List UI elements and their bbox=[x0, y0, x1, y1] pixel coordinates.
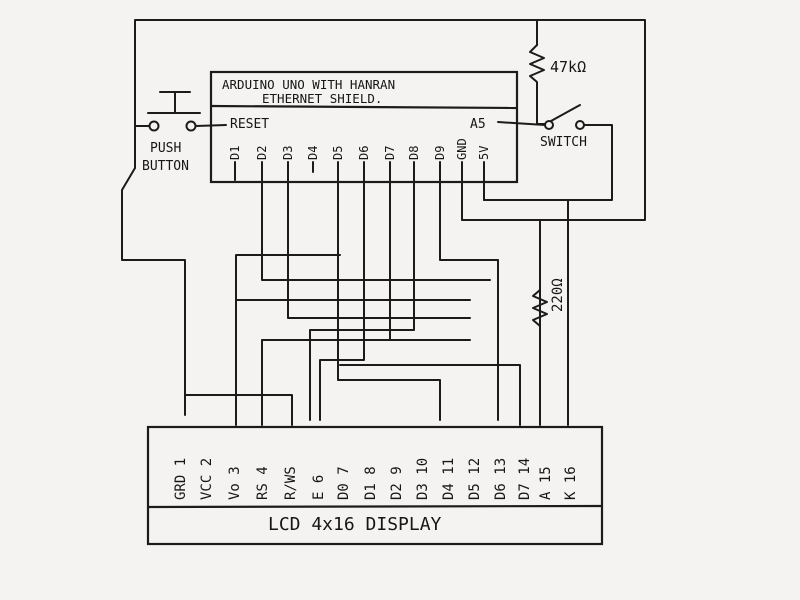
push-button-label-line1: PUSH bbox=[150, 141, 181, 156]
arduino-pin-label: GND bbox=[455, 138, 469, 160]
arduino-reset-label: RESET bbox=[230, 117, 269, 132]
switch-contact bbox=[536, 109, 546, 125]
resistor-47k bbox=[529, 44, 545, 111]
arduino-pin-label: D4 bbox=[306, 146, 320, 160]
arduino-title-line1: ARDUINO UNO WITH HANRAN bbox=[222, 77, 395, 92]
lcd-title: LCD 4x16 DISPLAY bbox=[268, 514, 442, 535]
wire-d3 bbox=[287, 167, 471, 319]
arduino-board: ARDUINO UNO WITH HANRAN ETHERNET SHIELD.… bbox=[209, 70, 519, 184]
push-button: PUSH BUTTON bbox=[134, 91, 227, 174]
lcd-pin-label: D0 7 bbox=[336, 466, 352, 500]
resistor-220 bbox=[532, 279, 548, 341]
wire-d9 bbox=[439, 169, 499, 421]
lcd-pin-label: RS 4 bbox=[255, 466, 271, 500]
lcd-pin-label: Vo 3 bbox=[227, 466, 243, 500]
arduino-pin-row: D1 D2 D3 D4 D5 D6 D7 D8 D9 GND 5V bbox=[228, 138, 491, 173]
lcd-pin-label: D4 11 bbox=[441, 458, 457, 500]
top-frame-wire bbox=[134, 19, 538, 169]
push-button-reset-lead bbox=[195, 124, 227, 127]
lcd-pin-label: GRD 1 bbox=[173, 458, 189, 500]
lcd-pin-label: E 6 bbox=[311, 475, 327, 500]
arduino-pin-label: D7 bbox=[383, 146, 397, 160]
wire-lcd-vo bbox=[235, 254, 341, 426]
lcd-pin-label: A 15 bbox=[538, 466, 554, 500]
push-button-label-line2: BUTTON bbox=[142, 159, 189, 174]
wire-d6 bbox=[319, 169, 365, 421]
a5-wire bbox=[497, 121, 546, 126]
lcd-outline bbox=[146, 425, 604, 546]
wire-bus-3 bbox=[339, 364, 521, 426]
push-button-terminal-right bbox=[185, 120, 197, 132]
arduino-pin-label: D6 bbox=[357, 146, 371, 160]
vcc-outer-wire bbox=[536, 19, 646, 221]
lcd-pin-label: VCC 2 bbox=[199, 458, 215, 500]
switch-label: SWITCH bbox=[540, 135, 587, 150]
resistor-47k-label: 47kΩ bbox=[550, 58, 586, 76]
arduino-pin-label: D2 bbox=[255, 146, 269, 160]
wire-lcd-gnd bbox=[184, 394, 293, 426]
switch-lever bbox=[550, 104, 581, 122]
arduino-pin-label: D1 bbox=[228, 146, 242, 160]
lcd-pin-label: D3 10 bbox=[415, 458, 431, 500]
wire-d5 bbox=[337, 169, 441, 421]
arduino-pin-label: 5V bbox=[477, 146, 491, 160]
arduino-pin-label: D9 bbox=[433, 146, 447, 160]
wire-5v bbox=[483, 169, 569, 426]
arduino-pin-label: D8 bbox=[407, 146, 421, 160]
wire-d8 bbox=[309, 169, 415, 421]
lcd-pin-label: D1 8 bbox=[363, 466, 379, 500]
switch-terminal-left bbox=[544, 120, 554, 130]
arduino-title-divider bbox=[210, 104, 518, 110]
arduino-a5-label: A5 bbox=[470, 117, 486, 132]
lcd-display: LCD 4x16 DISPLAY GRD 1 VCC 2 Vo 3 RS 4 R/WS E… bbox=[146, 425, 604, 546]
arduino-pin-label: D3 bbox=[281, 146, 295, 160]
interconnect-wires: 220Ω bbox=[184, 167, 569, 426]
lcd-pin-label: D5 12 bbox=[467, 458, 483, 500]
lcd-pin-label: R/WS bbox=[283, 466, 299, 500]
wire-gnd bbox=[461, 169, 541, 426]
arduino-pin-label: D5 bbox=[331, 146, 345, 160]
lcd-pin-label: D2 9 bbox=[389, 466, 405, 500]
lcd-pin-row: GRD 1 VCC 2 Vo 3 RS 4 R/WS E 6 D0 7 D1 8 D2 9 D3 … bbox=[173, 458, 579, 500]
switch-terminal-right bbox=[575, 120, 585, 130]
arduino-title-line2: ETHERNET SHIELD. bbox=[262, 91, 382, 106]
lcd-pin-label: D6 13 bbox=[493, 458, 509, 500]
wire-d2 bbox=[261, 167, 491, 281]
lcd-pin-label: K 16 bbox=[563, 466, 579, 500]
push-button-terminal-left bbox=[148, 120, 160, 132]
wire-d7 bbox=[261, 169, 391, 426]
lcd-title-divider bbox=[147, 504, 603, 509]
resistor-220-label: 220Ω bbox=[550, 278, 566, 312]
lcd-pin-label: D7 14 bbox=[517, 458, 533, 500]
left-frame-wire bbox=[121, 167, 186, 416]
